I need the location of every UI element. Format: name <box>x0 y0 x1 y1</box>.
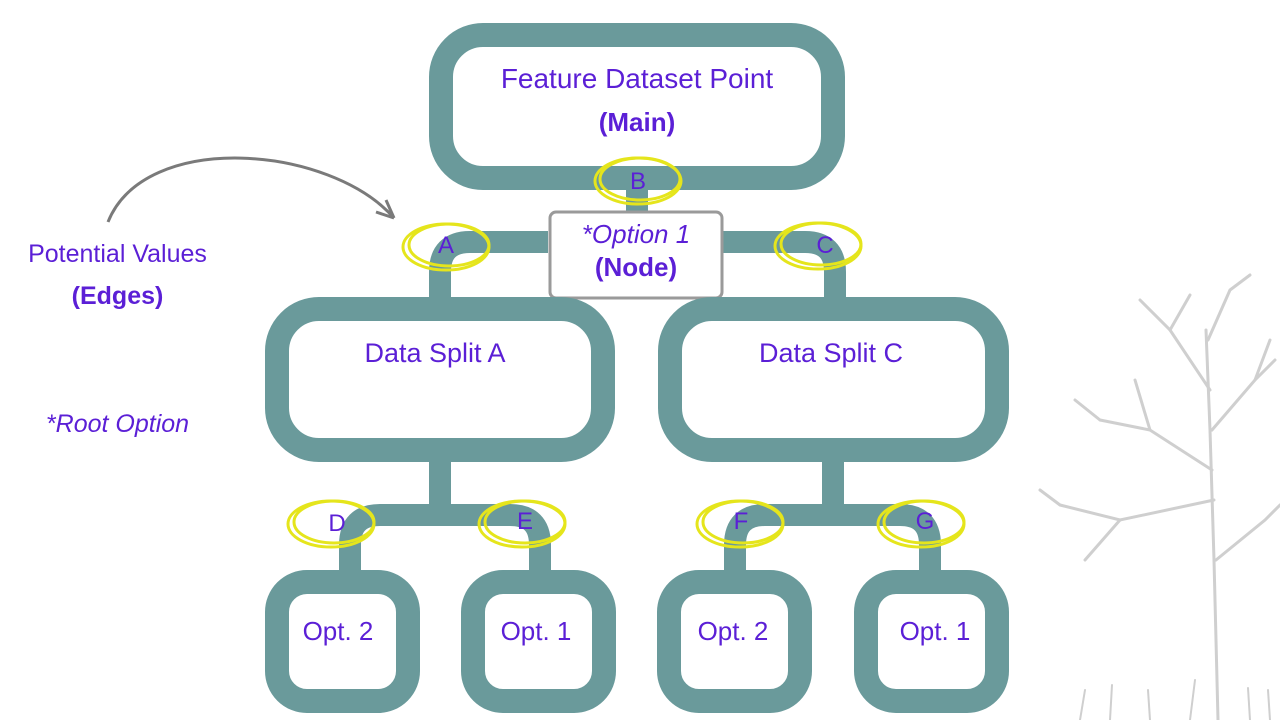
curved-arrow-icon <box>106 156 396 223</box>
leaf-e-label: Opt. 1 <box>500 616 572 646</box>
edge-label-a: A <box>437 232 454 259</box>
edge-label-e: E <box>516 508 533 535</box>
option-node-box <box>548 210 724 300</box>
leaf-f-box <box>657 570 812 713</box>
option-node-subtitle: (Node) <box>594 252 678 282</box>
branch-right <box>724 460 941 580</box>
split-a-box <box>265 297 615 462</box>
connectors <box>339 180 941 590</box>
leaf-e-box <box>461 570 616 713</box>
potential-values-label: Potential Values <box>28 240 207 268</box>
edges-label: (Edges) <box>71 282 164 310</box>
main-node-box <box>429 23 845 190</box>
leaf-g-label: Opt. 1 <box>899 616 971 646</box>
tree-sketch-icon <box>1038 273 1280 720</box>
edge-label-b: B <box>629 168 646 195</box>
arrow-head <box>375 199 396 220</box>
split-c-label: Data Split C <box>758 338 904 368</box>
edge-label-d: D <box>328 510 346 537</box>
option-node-title: *Option 1 <box>581 219 691 249</box>
split-c-box <box>658 297 1009 462</box>
leaf-d-label: Opt. 2 <box>302 616 374 646</box>
root-option-label: *Root Option <box>45 410 190 438</box>
edge-label-f: F <box>733 508 749 535</box>
branch-left <box>339 460 551 590</box>
edge-line-a <box>429 231 548 300</box>
split-a-label: Data Split A <box>364 338 506 368</box>
leaf-g-box <box>854 570 1009 713</box>
edge-line-c <box>722 231 846 300</box>
edge-label-g: G <box>915 508 935 535</box>
edge-highlights <box>286 156 966 549</box>
edge-label-c: C <box>816 232 834 259</box>
main-node-subtitle: (Main) <box>598 107 676 137</box>
leaf-f-label: Opt. 2 <box>697 616 769 646</box>
leaf-d-box <box>265 570 420 713</box>
main-node-title: Feature Dataset Point <box>500 63 774 94</box>
